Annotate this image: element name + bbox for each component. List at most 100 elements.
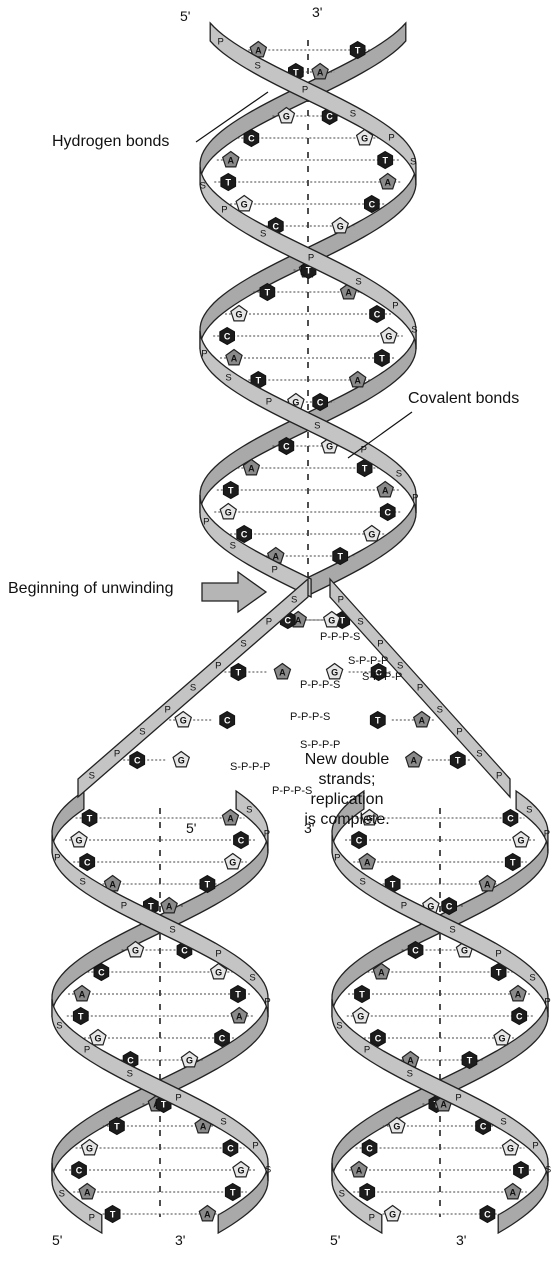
base-a-icon: A (161, 898, 177, 913)
backbone-letter: P (264, 829, 270, 840)
base-c-icon: C (215, 1030, 230, 1047)
base-a-icon: A (479, 876, 495, 891)
base-c-icon: C (220, 712, 235, 729)
base-letter: G (389, 1210, 396, 1220)
parent-helix-strand-b-segment (305, 495, 416, 597)
base-g-icon: G (231, 306, 247, 321)
backbone-letter: P (334, 853, 340, 864)
free-nucleotide-chain: S-P-P-P (362, 671, 402, 683)
base-t-icon: T (223, 482, 238, 499)
base-letter: G (180, 716, 187, 726)
free-nucleotide-chain: S-P-P-P (230, 761, 270, 773)
backbone-letter: S (355, 277, 361, 288)
base-g-icon: G (220, 504, 236, 519)
base-letter: T (382, 156, 388, 166)
base-letter: G (225, 508, 232, 518)
base-a-icon: A (505, 1184, 521, 1199)
backbone-letter: P (84, 1045, 90, 1056)
base-letter: C (219, 1034, 226, 1044)
base-letter: C (134, 756, 141, 766)
base-letter: C (98, 968, 105, 978)
backbone-letter: P (455, 1093, 461, 1104)
backbone-letter: S (397, 661, 403, 672)
base-letter: C (375, 1034, 382, 1044)
base-letter: G (328, 616, 335, 626)
backbone-letter: S (56, 1021, 62, 1032)
base-letter: A (345, 288, 352, 298)
strand-end-bottom-1: 5' (52, 1232, 62, 1248)
backbone-letter: S (336, 1021, 342, 1032)
base-letter: T (359, 990, 365, 1000)
base-letter: G (461, 946, 468, 956)
base-letter: A (279, 668, 286, 678)
base-a-icon: A (377, 482, 393, 497)
backbone-letter: P (54, 853, 60, 864)
backbone-letter: P (377, 639, 383, 650)
base-letter: C (84, 858, 91, 868)
backbone-letter: P (369, 1213, 375, 1224)
backbone-letter: S (246, 805, 252, 816)
backbone-letter: S (500, 1117, 506, 1128)
backbone-letter: P (215, 661, 221, 672)
base-letter: C (224, 332, 231, 342)
base-g-icon: G (82, 1140, 98, 1155)
note-line: New double (282, 750, 412, 770)
base-c-icon: C (408, 942, 423, 959)
base-letter: G (283, 112, 290, 122)
base-letter: G (76, 836, 83, 846)
backbone-letter: P (417, 683, 423, 694)
base-letter: C (283, 442, 290, 452)
base-t-icon: T (378, 152, 393, 169)
base-t-icon: T (375, 350, 390, 367)
base-g-icon: G (236, 196, 252, 211)
base-letter: G (215, 968, 222, 978)
base-letter: A (204, 1210, 211, 1220)
base-c-icon: C (80, 854, 95, 871)
base-letter: G (235, 310, 242, 320)
free-nucleotide-chain: P-P-P-S (290, 711, 330, 723)
base-t-icon: T (462, 1052, 477, 1069)
strand-end-top-right: 3' (312, 4, 322, 20)
base-letter: T (455, 756, 461, 766)
base-letter: A (382, 486, 389, 496)
base-a-icon: A (79, 1184, 95, 1199)
backbone-letter: P (203, 517, 209, 528)
base-a-icon: A (231, 1008, 247, 1023)
backbone-letter: P (89, 1213, 95, 1224)
base-c-icon: C (220, 328, 235, 345)
base-letter: A (227, 814, 234, 824)
base-g-icon: G (173, 752, 189, 767)
backbone-letter: P (456, 727, 462, 738)
base-letter: A (384, 178, 391, 188)
backbone-letter: P (266, 397, 272, 408)
base-c-icon: C (370, 306, 385, 323)
base-c-icon: C (279, 438, 294, 455)
base-c-icon: C (244, 130, 259, 147)
base-c-icon: C (237, 526, 252, 543)
backbone-letter: S (127, 1069, 133, 1080)
base-c-icon: C (234, 832, 249, 849)
base-t-icon: T (200, 876, 215, 893)
base-letter: G (94, 1034, 101, 1044)
base-letter: T (87, 814, 93, 824)
base-letter: C (516, 1012, 523, 1022)
base-letter: A (515, 990, 522, 1000)
backbone-letter: S (200, 181, 206, 192)
base-a-icon: A (312, 64, 328, 79)
base-letter: G (499, 1034, 506, 1044)
strand-end-middle-left: 5' (186, 820, 196, 836)
backbone-letter: S (476, 749, 482, 760)
base-c-icon: C (362, 1140, 377, 1157)
backbone-letter: S (139, 727, 145, 738)
base-g-icon: G (327, 664, 343, 679)
base-t-icon: T (82, 810, 97, 827)
backbone-letter: S (411, 325, 417, 336)
base-letter: G (507, 1144, 514, 1154)
base-g-icon: G (353, 1008, 369, 1023)
backbone-letter: S (249, 973, 255, 984)
base-letter: A (228, 156, 235, 166)
base-letter: T (390, 880, 396, 890)
base-letter: C (241, 530, 248, 540)
base-c-icon: C (223, 1140, 238, 1157)
base-letter: G (517, 836, 524, 846)
